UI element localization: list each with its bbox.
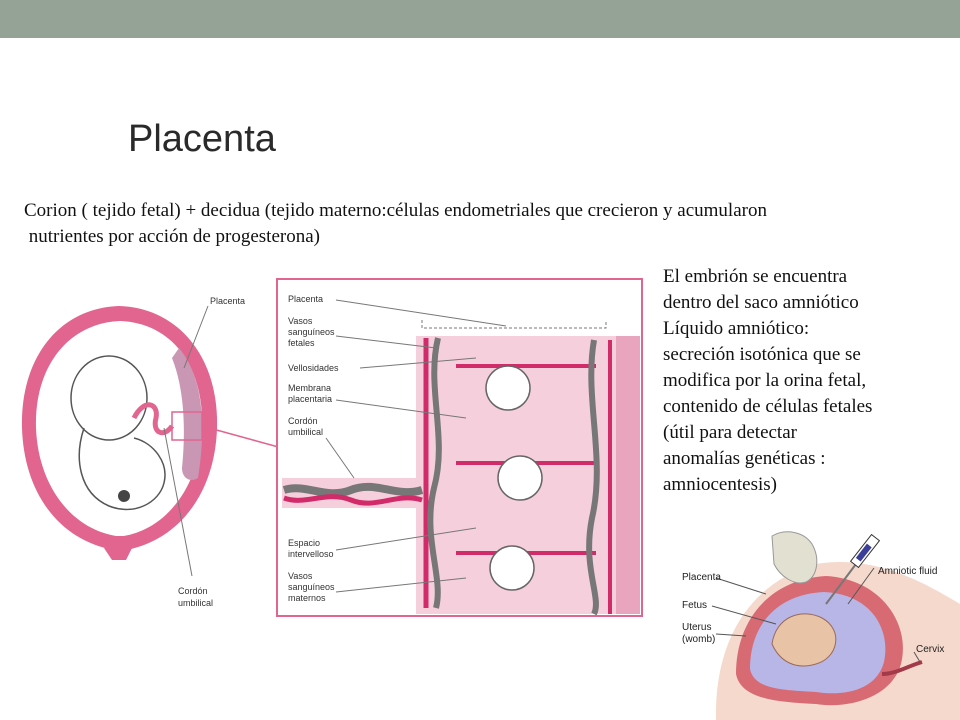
decidua-region — [616, 336, 640, 614]
label-leader — [711, 605, 777, 625]
gloved-hand — [771, 531, 818, 584]
label-intervillous-space: intervelloso — [288, 549, 334, 559]
label-leader — [335, 399, 467, 419]
placenta-detail-illustration: Placenta Vasos sanguíneos fetales Vellos… — [276, 278, 643, 617]
umbilical-vessel — [283, 494, 423, 506]
side-line: (útil para detectar — [663, 422, 797, 443]
label-placental-membrane: Membrana — [288, 383, 331, 393]
label-leader — [359, 357, 477, 369]
side-line: secreción isotónica que se — [663, 344, 861, 365]
villus — [489, 545, 535, 591]
label-maternal-vessels: Vasos — [288, 571, 313, 581]
label-leader — [335, 299, 507, 327]
label-fetal-vessels: sanguíneos — [288, 327, 335, 337]
label-maternal-vessels: sanguíneos — [288, 582, 335, 592]
label-fetus: Fetus — [682, 600, 707, 611]
uterus-illustration: Placenta Cordón umbilical — [21, 296, 283, 608]
label-cord: umbilical — [178, 598, 213, 608]
cervix-shape — [881, 660, 923, 676]
side-text: El embrión se encuentra dentro del saco … — [663, 264, 955, 498]
top-bar — [0, 0, 960, 38]
label-leader — [183, 305, 209, 369]
label-umbilical-cord: Cordón — [288, 416, 318, 426]
label-uterus: (womb) — [682, 634, 715, 645]
label-villi: Vellosidades — [288, 363, 339, 373]
label-umbilical-cord: umbilical — [288, 427, 323, 437]
intro-line-1: Corion ( tejido fetal) + decidua (tejido… — [24, 200, 767, 221]
side-line: El embrión se encuentra — [663, 266, 848, 287]
side-line: modifica por la orina fetal, — [663, 370, 867, 391]
label-placenta: Placenta — [682, 572, 721, 583]
label-placenta: Placenta — [288, 294, 323, 304]
side-line: dentro del saco amniótico — [663, 292, 859, 313]
label-leader — [847, 567, 875, 605]
maternal-vessel — [586, 339, 600, 616]
villus — [497, 455, 543, 501]
amniocentesis-illustration: Placenta Fetus Uterus (womb) Amniotic fl… — [682, 531, 960, 720]
label-leader — [715, 577, 767, 595]
label-placental-membrane: placentaria — [288, 394, 332, 404]
placenta-shape — [172, 348, 203, 480]
side-line: anomalías genéticas : — [663, 448, 826, 469]
umbilical-vessel — [282, 482, 424, 498]
syringe-fluid — [855, 543, 872, 562]
zoom-line — [201, 425, 283, 449]
cervix-shape — [104, 548, 132, 560]
fetal-vessel — [427, 337, 442, 609]
label-leader — [163, 427, 193, 577]
label-uterus: Uterus — [682, 622, 711, 633]
label-fetal-vessels: fetales — [288, 338, 315, 348]
label-leader — [335, 577, 467, 593]
label-fetal-vessels: Vasos — [288, 316, 313, 326]
label-maternal-vessels: maternos — [288, 593, 326, 603]
fetus-head — [70, 355, 148, 441]
fetus-shape — [771, 613, 837, 667]
fetus-eye — [118, 490, 130, 502]
label-intervillous-space: Espacio — [288, 538, 320, 548]
intro-text: Corion ( tejido fetal) + decidua (tejido… — [24, 198, 954, 250]
placenta-bracket — [421, 320, 607, 329]
side-line: Líquido amniótico: — [663, 318, 810, 339]
label-cervix: Cervix — [916, 644, 944, 655]
label-leader — [335, 527, 477, 551]
label-placenta: Placenta — [210, 296, 245, 306]
label-cord: Cordón — [178, 586, 208, 596]
label-amniotic-fluid: Amniotic fluid — [878, 566, 937, 577]
label-leader — [325, 437, 355, 479]
label-leader — [913, 651, 921, 663]
side-line: amniocentesis) — [663, 474, 777, 495]
fetus-body — [78, 427, 166, 511]
villus — [485, 365, 531, 411]
label-leader — [335, 335, 437, 349]
slide-title: Placenta — [128, 118, 276, 160]
label-leader — [715, 633, 747, 637]
intro-line-2: nutrientes por acción de progesterona) — [24, 226, 320, 247]
side-line: contenido de células fetales — [663, 396, 873, 417]
